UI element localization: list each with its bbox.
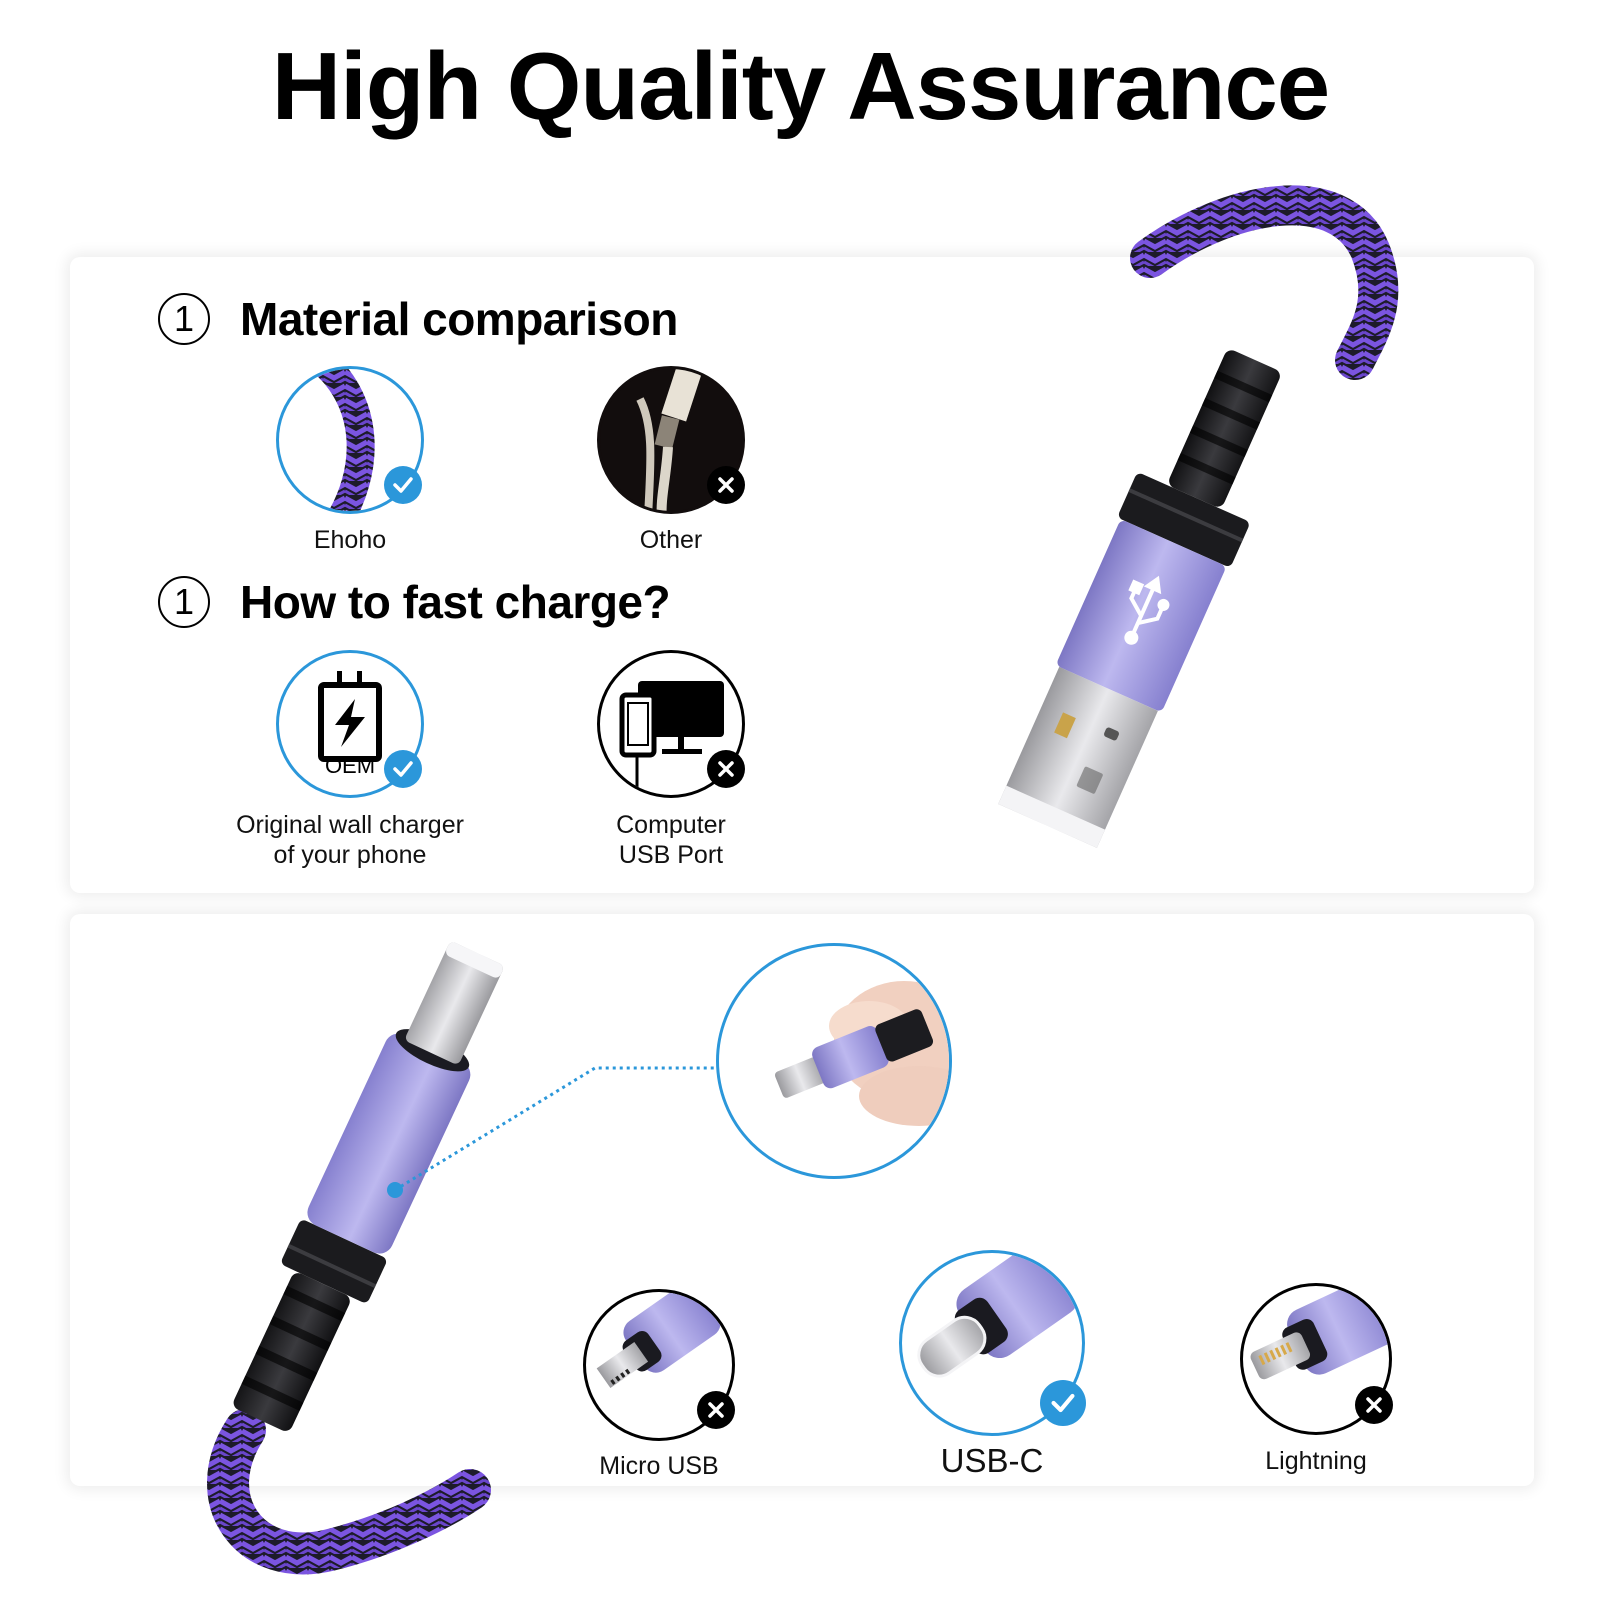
cross-icon (1355, 1386, 1393, 1424)
wall-charger-icon (318, 671, 382, 762)
usb-c-icon (917, 1253, 1079, 1378)
check-icon (384, 750, 422, 788)
usb-c-label: USB-C (940, 1442, 1044, 1479)
lightning-label: Lightning (1265, 1447, 1367, 1475)
cross-icon (697, 1391, 735, 1429)
check-icon (384, 466, 422, 504)
section-material-comparison: 1 Material comparison (158, 292, 678, 346)
section-fast-charge: 1 How to fast charge? (158, 575, 671, 629)
other-label: Other (639, 526, 703, 554)
page-title: High Quality Assurance (271, 33, 1330, 140)
braided-cable-icon (309, 369, 375, 511)
micro-usb-label: Micro USB (599, 1452, 719, 1480)
callout-zoom-circle (716, 943, 952, 1179)
oem-text: OEM (324, 753, 376, 778)
section-title: How to fast charge? (240, 576, 671, 628)
computer-usb-icon (619, 681, 724, 795)
other-material-circle (597, 366, 745, 514)
micro-usb-icon (596, 1292, 721, 1389)
check-icon (1040, 1380, 1086, 1426)
broken-cable-icon (636, 369, 705, 511)
computer-usb-label: Computer USB Port (616, 811, 726, 869)
hand-holding-cable-icon (774, 981, 949, 1126)
usb-c-circle (899, 1250, 1085, 1436)
micro-usb-circle (583, 1289, 735, 1441)
step-number-badge: 1 (158, 576, 210, 628)
wall-charger-label: Original wall charger of your phone (236, 811, 464, 869)
section-title: Material comparison (240, 293, 678, 345)
cross-icon (707, 750, 745, 788)
step-number-badge: 1 (158, 293, 210, 345)
ehoho-label: Ehoho (313, 526, 387, 554)
cross-icon (707, 466, 745, 504)
ehoho-material-circle (276, 366, 424, 514)
